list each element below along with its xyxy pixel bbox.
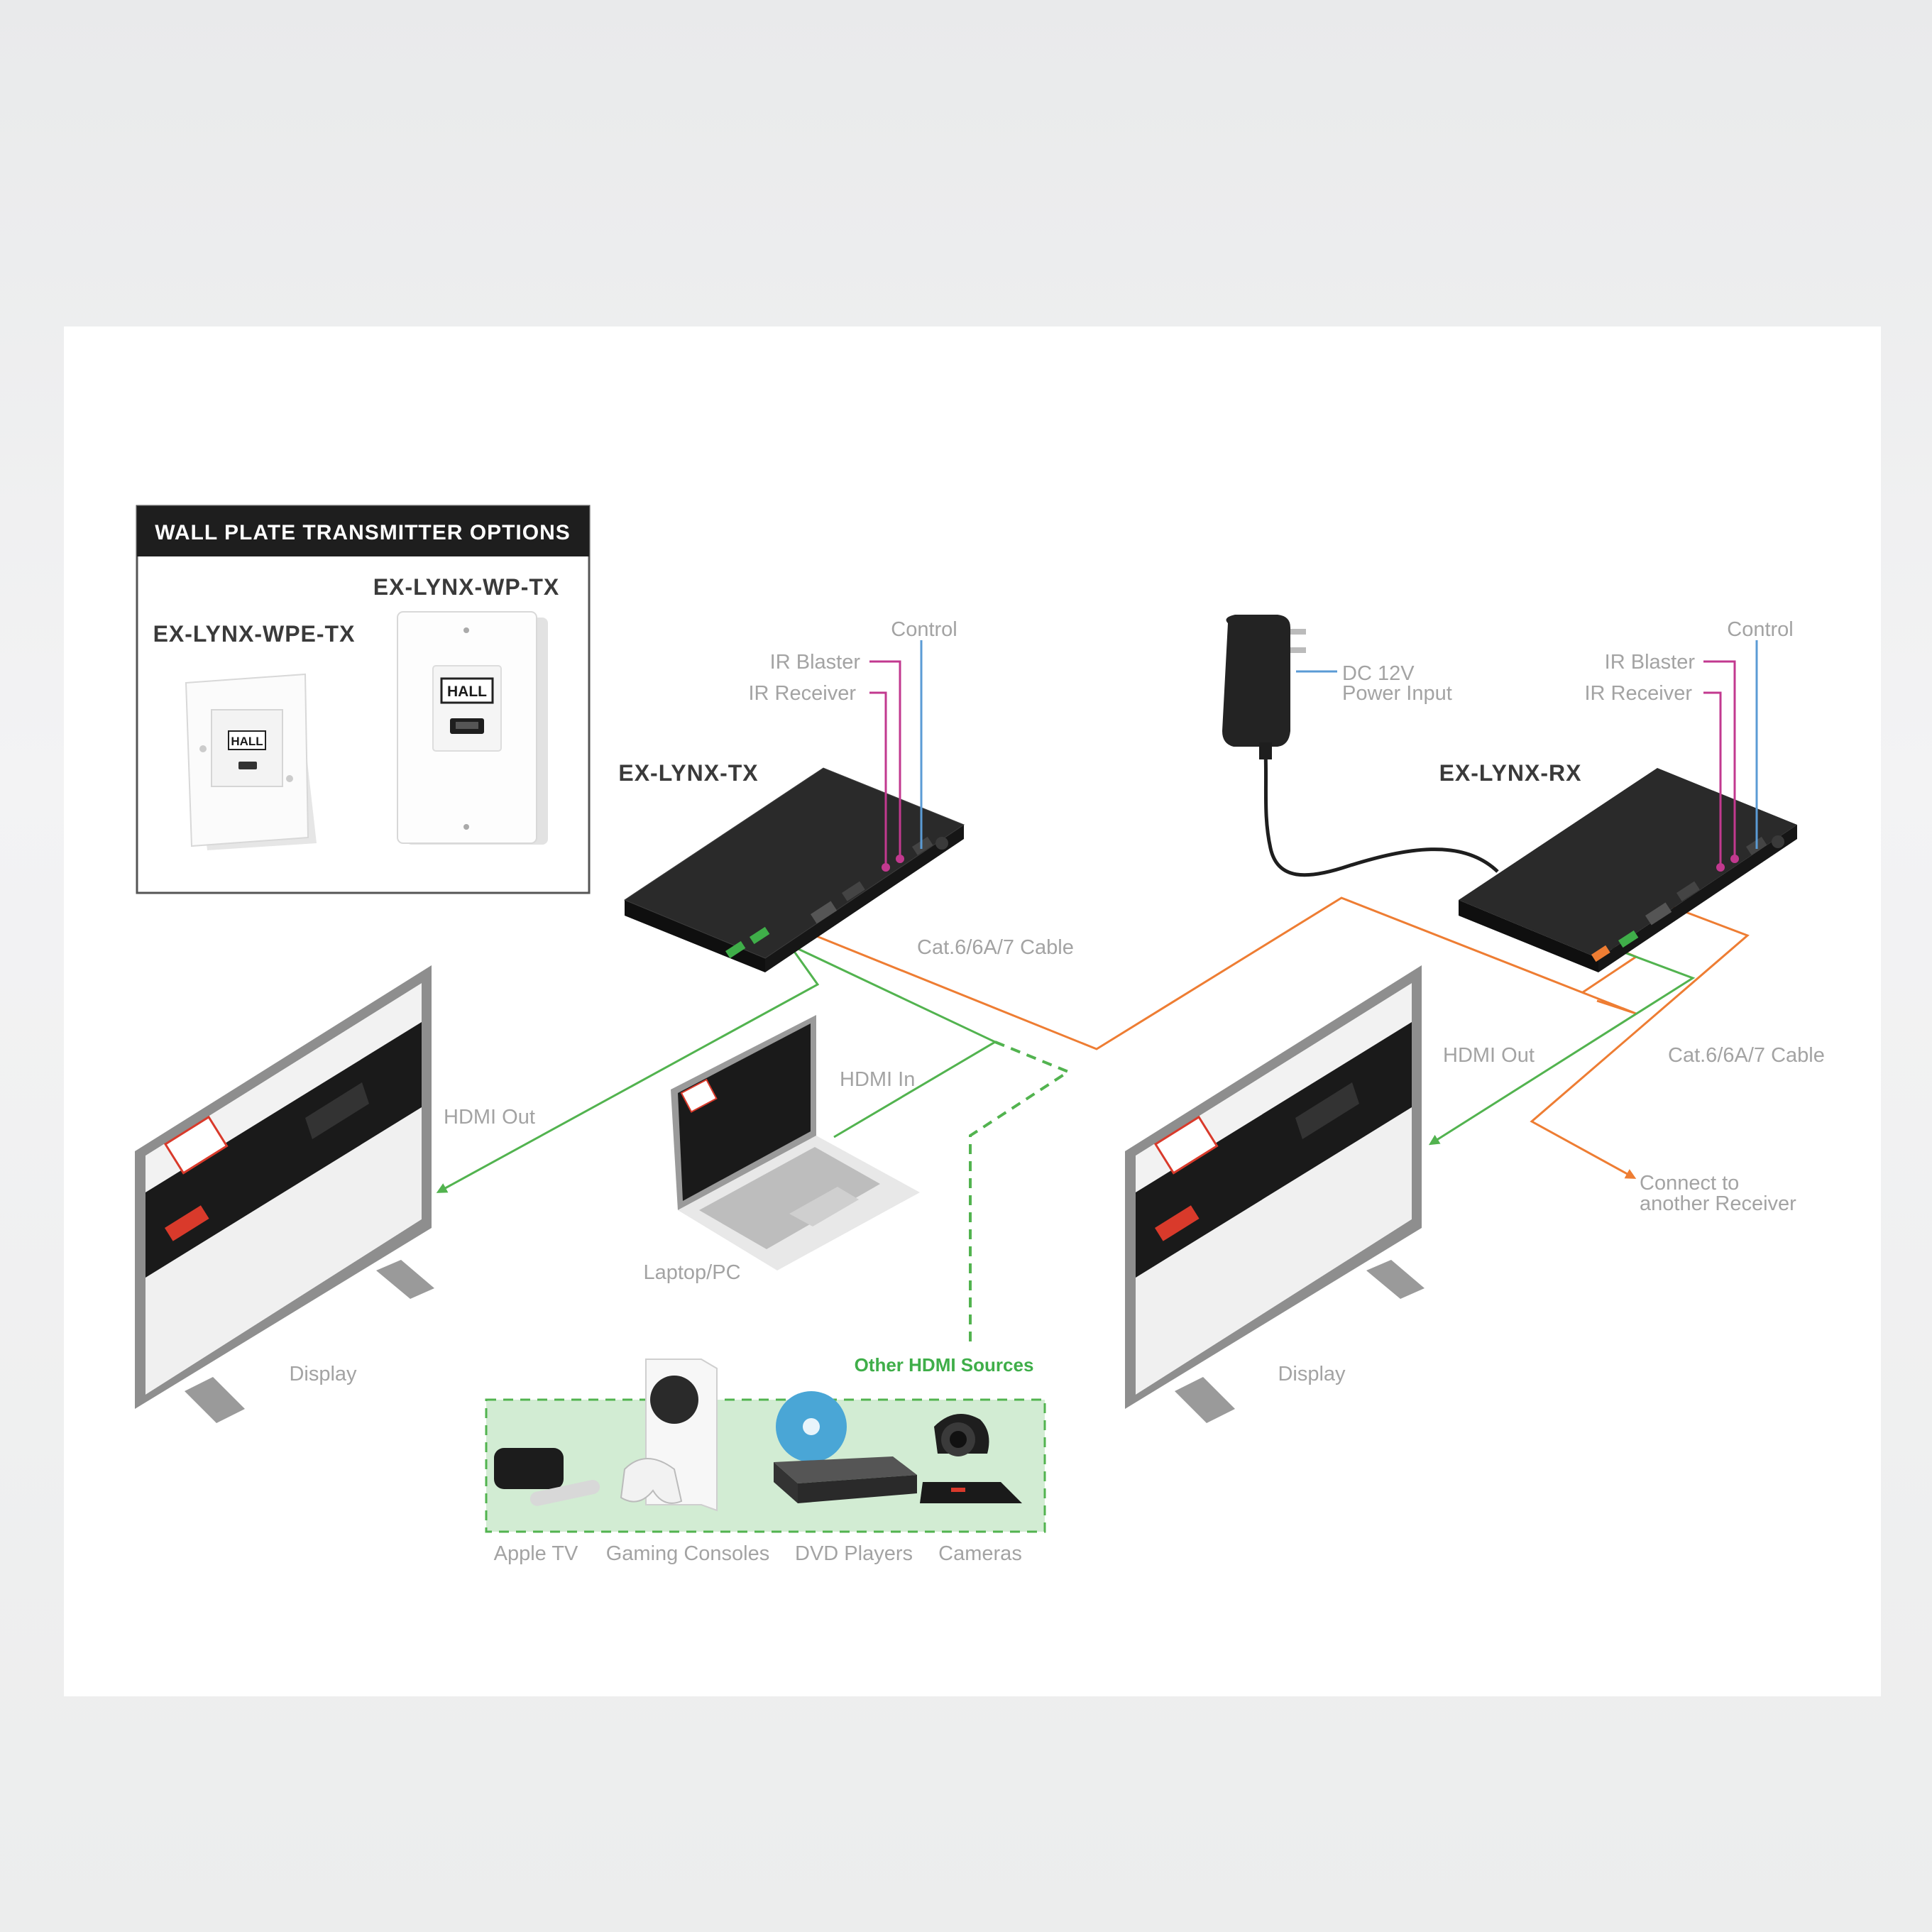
rx-leaders: Control IR Blaster IR Receiver [1585, 618, 1794, 867]
display-left-image: Display [135, 965, 434, 1423]
source-cameras-label: Cameras [938, 1542, 1022, 1565]
wall-plate-options-box: WALL PLATE TRANSMITTER OPTIONS EX-LYNX-W… [136, 505, 591, 894]
laptop-hdmi-in-cable [787, 943, 998, 1138]
source-dvd-label: DVD Players [795, 1542, 913, 1565]
connect-line1: Connect to [1640, 1172, 1739, 1195]
rx-ir-blaster-label: IR Blaster [1605, 651, 1696, 674]
tx-hdmi-out-label: HDMI Out [444, 1106, 535, 1129]
tx-ir-receiver-label: IR Receiver [749, 682, 857, 705]
rx-hdmi-out-label: HDMI Out [1443, 1044, 1535, 1067]
wp-logo: HALL [447, 684, 487, 700]
display-left-label: Display [289, 1363, 357, 1385]
hdmi-in-label: HDMI In [840, 1068, 915, 1091]
source-apple-tv-label: Apple TV [494, 1542, 578, 1565]
tx-unit: EX-LYNX-TX [618, 760, 965, 972]
wp-wall-plate-image: HALL [397, 611, 548, 845]
wpe-wall-plate-image: HALL [185, 673, 317, 850]
power-line2: Power Input [1342, 682, 1452, 705]
power-cable [1263, 752, 1499, 877]
rx-control-label: Control [1727, 618, 1794, 641]
tx-cat-cable [814, 896, 1637, 1050]
rx-ir-receiver-label: IR Receiver [1585, 682, 1693, 705]
rx-cat-label: Cat.6/6A/7 Cable [1668, 1044, 1825, 1067]
rx-model-label: EX-LYNX-RX [1439, 760, 1582, 786]
wp-tx-label: EX-LYNX-WP-TX [373, 574, 560, 600]
display-right-image: Display [1125, 965, 1425, 1423]
apple-tv-image [494, 1448, 600, 1506]
other-sources-group: Other HDMI Sources Apple TV [485, 1354, 1046, 1565]
power-line1: DC 12V [1342, 662, 1415, 685]
rx-cat-out-cable [1530, 899, 1750, 1179]
tx-cat-label: Cat.6/6A/7 Cable [917, 936, 1074, 959]
rx-unit: EX-LYNX-RX [1439, 760, 1797, 972]
source-gaming-label: Gaming Consoles [606, 1542, 770, 1565]
camera-image [920, 1414, 1022, 1503]
cables-layer [436, 752, 1750, 1345]
tx-leaders: Control IR Blaster IR Receiver [749, 618, 957, 867]
tx-model-label: EX-LYNX-TX [618, 760, 758, 786]
sources-hdmi-dashed [969, 1041, 1072, 1345]
wall-plate-heading: WALL PLATE TRANSMITTER OPTIONS [155, 521, 571, 544]
display-right-label: Display [1278, 1363, 1346, 1385]
tx-ir-blaster-label: IR Blaster [770, 651, 861, 674]
wpe-logo: HALL [231, 735, 263, 748]
tx-hdmi-out-cable [436, 942, 820, 1193]
laptop-label: Laptop/PC [643, 1261, 740, 1284]
dvd-player-image [774, 1391, 917, 1503]
gaming-console-image [620, 1359, 718, 1512]
power-adapter-image: DC 12V Power Input [1222, 615, 1452, 759]
rx-hdmi-out-cable [1428, 946, 1696, 1146]
laptop-image: Laptop/PC [643, 1015, 920, 1284]
other-sources-heading: Other HDMI Sources [855, 1354, 1034, 1376]
wpe-tx-label: EX-LYNX-WPE-TX [153, 621, 356, 647]
tx-control-label: Control [891, 618, 957, 641]
connect-line2: another Receiver [1640, 1192, 1796, 1215]
